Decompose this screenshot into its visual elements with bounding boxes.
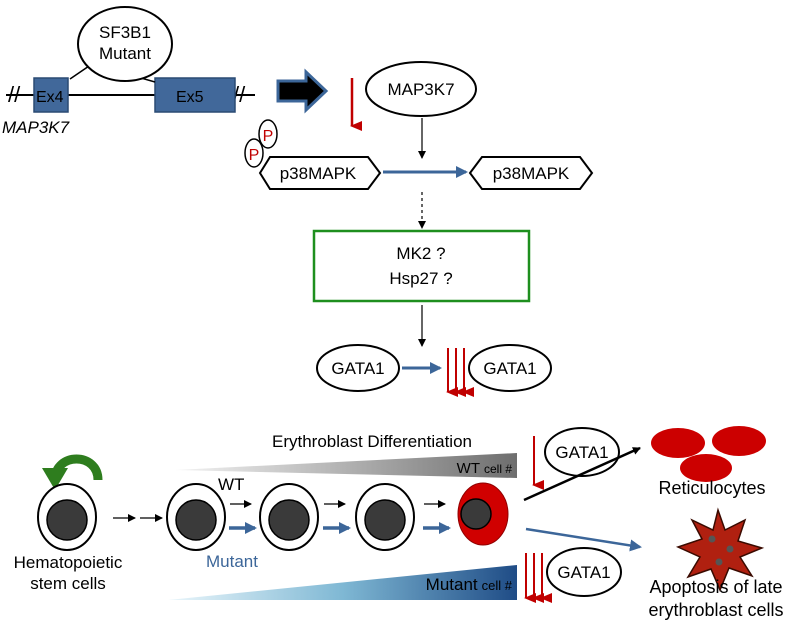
hsc-label-line1: Hematopoietic [14, 553, 123, 572]
map3k7-label: MAP3K7 [387, 80, 454, 99]
erythroid-cell-1-nucleus [175, 499, 217, 541]
triple-decrease-arrows-gata1 [446, 348, 474, 397]
sf3b1-label: SF3B1 [99, 23, 151, 42]
exon-4-label: Ex4 [36, 89, 64, 106]
mutant-label: Mutant [99, 44, 151, 63]
exon-5-label: Ex5 [176, 89, 204, 106]
apoptotic-body-3 [715, 558, 723, 566]
pathway: MAP3K7 p38MAPK P P p38MAPK MK2 ? Hsp27 ?… [244, 61, 594, 397]
break-mark-right: // [233, 82, 246, 107]
apoptotic-body-1 [708, 535, 716, 543]
exon-4-box [33, 77, 69, 113]
map3k7-gene-name: MAP3K7 [2, 118, 70, 137]
self-renewal-arrowhead [42, 468, 68, 490]
reticulocytes-label: Reticulocytes [658, 478, 765, 498]
apoptotic-body-2 [726, 545, 734, 553]
map3k7-oval [365, 61, 477, 117]
p38-left-label: p38MAPK [280, 164, 357, 183]
gata1-right-label: GATA1 [483, 359, 536, 378]
erythroid-cell-2-nucleus [268, 499, 310, 541]
erythroid-cell-3-nucleus [364, 499, 406, 541]
reticulocyte-3 [680, 454, 732, 482]
mk2-label: MK2 ? [396, 244, 445, 263]
exon-5-box [154, 77, 236, 113]
p38-right-label: p38MAPK [493, 164, 570, 183]
phospho-circle-1 [244, 138, 264, 168]
differentiation-title: Erythroblast Differentiation [272, 432, 472, 451]
triple-decrease-arrows-lower [524, 553, 552, 603]
reticulocyte-2 [712, 426, 766, 456]
p38-left-hexagon [258, 156, 382, 190]
apoptosis-label-line1: Apoptosis of late [649, 577, 782, 597]
break-mark-left: // [8, 82, 21, 107]
gata1-right-oval [468, 344, 552, 392]
gata1-upper-oval [544, 427, 620, 477]
hsc-label-line2: stem cells [30, 574, 106, 593]
big-right-arrow [276, 68, 329, 114]
gata1-upper-label: GATA1 [555, 443, 608, 462]
mutant-cell-number-wedge [168, 565, 517, 600]
late-erythroblast-nucleus [460, 498, 492, 530]
apoptotic-cell-star [675, 507, 765, 592]
hsp27-label: Hsp27 ? [389, 269, 452, 288]
phospho-label-1: P [249, 147, 260, 164]
gata1-left-oval [316, 344, 400, 392]
hsc-nucleus [46, 499, 88, 541]
gata1-lower-label: GATA1 [557, 563, 610, 582]
arrow-to-apoptosis [525, 527, 642, 552]
sf3b1-mutant-oval [77, 6, 173, 82]
wt-cell-number-wedge [175, 453, 517, 478]
gata1-left-label: GATA1 [331, 359, 384, 378]
p38-right-hexagon [468, 156, 594, 190]
phospho-label-2: P [263, 128, 274, 145]
reticulocyte-1 [651, 428, 705, 458]
mutant-label: Mutant [206, 552, 258, 571]
gata1-lower-oval [546, 547, 622, 597]
arrow-to-reticulocytes [523, 446, 641, 502]
phospho-circle-2 [258, 119, 278, 149]
wt-label: WT [218, 475, 244, 494]
apoptosis-label-line2: erythroblast cells [648, 600, 783, 620]
gene-structure: // // Ex4 Ex5 SF3B1 Mutant MAP3K7 [2, 6, 255, 137]
candidate-box [312, 229, 531, 303]
